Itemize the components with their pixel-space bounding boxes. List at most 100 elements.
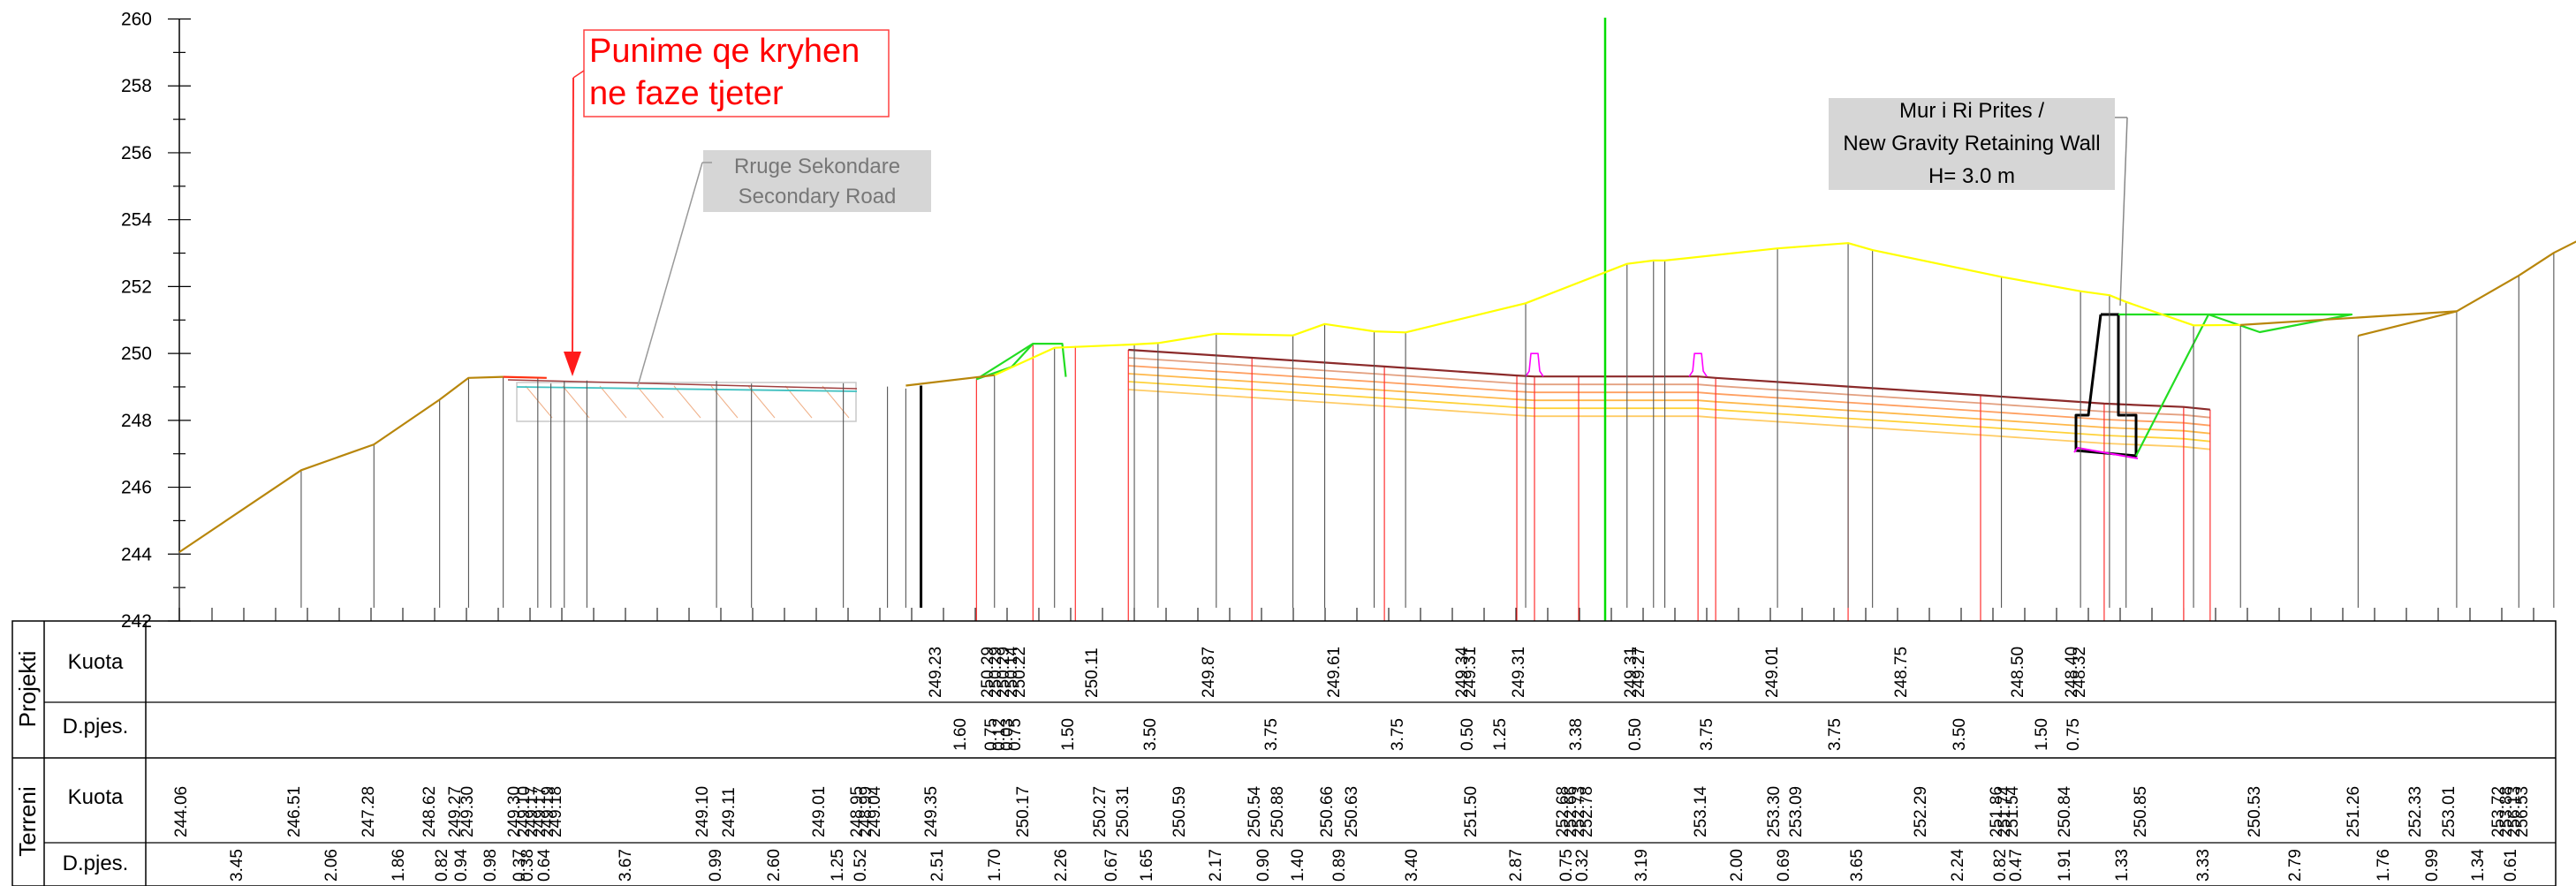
red-note-leader-b (572, 77, 574, 354)
terrain-line-left (178, 375, 504, 553)
wall-note-box (1829, 98, 2115, 190)
design-profile (975, 343, 2211, 621)
design-elevation-label: 248.40 (2063, 647, 2081, 698)
design-distance-label: 0.75 (982, 718, 1001, 751)
terrain-elevation-label: 250.66 (1318, 786, 1337, 837)
design-elevation-label: 249.87 (1200, 647, 1218, 698)
terrain-elevation-label: 250.54 (1246, 785, 1264, 837)
road-hatch (747, 385, 776, 419)
terrain-elevation-label: 250.84 (2056, 785, 2074, 837)
terrain-distance-label: 3.19 (1633, 849, 1651, 882)
terrain-distance-label: 2.00 (1728, 849, 1746, 882)
terrain-elevation-label: 252.33 (2406, 786, 2425, 837)
terrain-distance-label: 0.32 (1573, 849, 1592, 882)
road-hatch (636, 385, 664, 419)
wall-note-line-1: Mur i Ri Prites / (1899, 99, 2044, 123)
terrain-distance-label: 2.87 (1507, 849, 1526, 882)
terrain-elevation-label: 252.29 (1912, 786, 1930, 837)
terrain-elevation-label: 251.74 (1996, 785, 2014, 837)
terrain-elevation-label: 256.53 (2513, 786, 2532, 837)
design-elevation-label: 249.31 (1510, 647, 1528, 698)
terrain-distance-label: 1.70 (986, 849, 1004, 882)
pavement-layer (1128, 389, 2210, 451)
design-elevation-label: 250.14 (1003, 646, 1021, 698)
terrain-distance-label: 0.61 (2502, 849, 2520, 882)
terrain-distance-label: 2.79 (2286, 849, 2305, 882)
terrain-elevation-label: 253.88 (2497, 786, 2516, 837)
kerb-marker (1525, 352, 1544, 377)
design-distance-label: 3.75 (1389, 718, 1407, 751)
design-elevation-label: 249.61 (1325, 647, 1344, 698)
road-hatch (673, 385, 701, 419)
y-tick-label: 258 (121, 76, 152, 96)
terrain-elevation-label: 250.53 (2246, 786, 2264, 837)
terrain-distance-label: 3.65 (1848, 849, 1867, 882)
wall-backfill (2118, 313, 2353, 334)
table-frame (11, 620, 2557, 886)
terrain-elevation-label: 249.35 (922, 786, 941, 837)
terrain-distance-label: 0.82 (1991, 849, 2010, 882)
wall-footing-line (2073, 447, 2139, 459)
y-tick-label: 248 (121, 411, 152, 431)
y-tick-label: 254 (121, 210, 152, 231)
terrain-elevation-label: 250.88 (1269, 786, 1287, 837)
road-hatch (784, 385, 813, 419)
terrain-profile (178, 240, 2576, 608)
group-label-projekti: Projekti (14, 651, 41, 728)
terrain-elevation-label: 252.73 (1570, 786, 1588, 837)
design-distance-label: 3.75 (1698, 718, 1716, 751)
design-elevation-label: 249.23 (927, 647, 945, 698)
design-distance-label: 1.25 (1491, 718, 1510, 751)
terrain-distance-label: 0.99 (707, 849, 725, 882)
terrain-elevation-label: 248.62 (420, 786, 439, 837)
road-hatch (599, 385, 627, 419)
design-elevation-label: 248.32 (2071, 647, 2089, 698)
terrain-distance-label: 0.47 (2007, 849, 2026, 882)
terrain-elevation-label: 253.14 (1692, 785, 1710, 837)
design-elevation-label: 250.11 (1083, 647, 1102, 698)
terrain-distance-label: 2.51 (928, 849, 947, 882)
red-note-line-2: ne faze tjeter (589, 75, 784, 112)
terrain-elevation-label: 249.17 (523, 786, 542, 837)
terrain-elevation-label: 249.11 (720, 787, 739, 837)
design-distance-label: 3.75 (1262, 718, 1281, 751)
terrain-elevation-label: 250.85 (2132, 786, 2150, 837)
terrain-distance-label: 0.94 (452, 849, 471, 882)
existing-ground-line (994, 242, 2241, 376)
design-elevation-label: 249.34 (1453, 646, 1472, 698)
design-distance-label: 0.50 (1626, 718, 1645, 751)
design-elevation-label: 248.75 (1892, 647, 1911, 698)
terrain-distance-label: 0.82 (433, 849, 451, 882)
terrain-elevation-label: 251.50 (1462, 786, 1481, 837)
terrain-distance-label: 3.40 (1403, 849, 1421, 882)
kerb-marker (1688, 352, 1708, 377)
terrain-distance-label: 0.75 (1557, 849, 1576, 882)
y-tick-label: 246 (121, 478, 152, 498)
terrain-elevation-label: 253.09 (1787, 786, 1806, 837)
terrain-distance-label: 2.17 (1207, 849, 1225, 882)
terrain-distance-label: 0.99 (2423, 849, 2442, 882)
terrain-distance-label: 1.86 (390, 849, 408, 882)
terrain-elevation-label: 249.19 (539, 786, 557, 837)
terrain-elevation-label: 252.68 (1554, 786, 1572, 837)
terrain-distance-label: 1.65 (1138, 849, 1156, 882)
y-tick-label: 260 (121, 10, 152, 30)
terrain-elevation-label: 248.95 (848, 786, 867, 837)
design-elevation-label: 249.31 (1461, 647, 1480, 698)
terrain-distance-label: 0.67 (1102, 849, 1121, 882)
terrain-elevation-label: 250.59 (1171, 786, 1189, 837)
pavement-layer (1128, 381, 2210, 443)
wall-note-line-3: H= 3.0 m (1928, 164, 2015, 188)
station-ticks (211, 608, 2534, 621)
design-distance-label: 1.50 (1059, 718, 1078, 751)
row-label: Kuota (68, 650, 124, 674)
design-distance-label: 0.12 (990, 718, 1009, 751)
terrain-distance-label: 2.24 (1949, 849, 1967, 882)
design-elevation-label: 249.27 (1630, 647, 1648, 698)
fill-slope-left-b (975, 343, 1034, 381)
design-distance-label: 0.50 (1458, 718, 1477, 751)
profile-table: ProjektiTerreniKuotaD.pjes.KuotaD.pjes.2… (11, 620, 2557, 886)
terrain-distance-label: 0.98 (481, 849, 500, 882)
terrain-elevation-label: 256.13 (2505, 786, 2524, 837)
